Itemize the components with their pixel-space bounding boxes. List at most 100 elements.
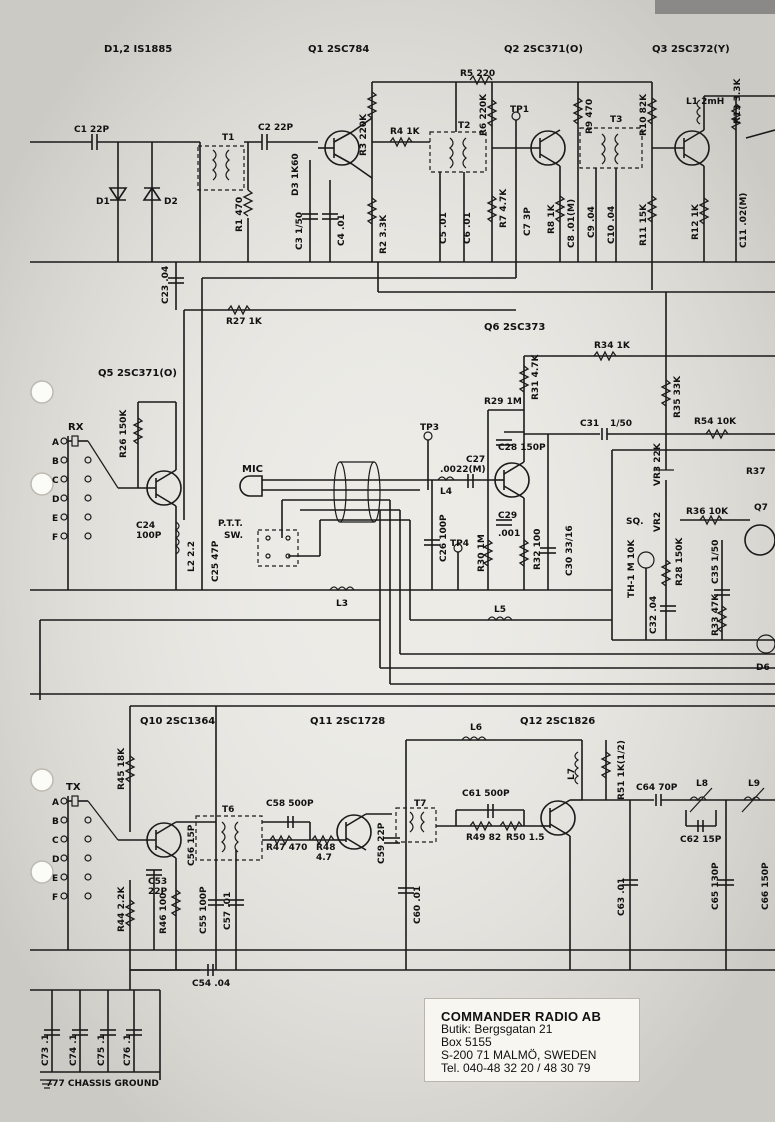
label-c30: C30 33/16 bbox=[565, 525, 575, 576]
label-r27: R27 1K bbox=[226, 317, 263, 327]
label-l5: L5 bbox=[494, 605, 506, 615]
label-r6: R6 220K bbox=[479, 93, 489, 136]
label-c31: C31 bbox=[580, 419, 599, 429]
stamp-line3: S-200 71 MALMÖ, SWEDEN bbox=[441, 1048, 597, 1062]
label-tap-d-tx: D bbox=[52, 855, 59, 865]
label-c53: C53 bbox=[148, 877, 167, 887]
stamp-company: COMMANDER RADIO AB bbox=[441, 1009, 602, 1024]
stamp-line4: Tel. 040-48 32 20 / 48 30 79 bbox=[441, 1061, 591, 1075]
punch-hole bbox=[30, 472, 54, 496]
label-c5: C5 .01 bbox=[439, 212, 449, 244]
label-sq: SQ. bbox=[626, 517, 644, 527]
label-c66: C66 150P bbox=[761, 862, 771, 910]
audio-section bbox=[30, 262, 775, 685]
label-t1: T1 bbox=[222, 133, 234, 143]
punch-hole bbox=[30, 768, 54, 792]
label-r12: R12 1K bbox=[691, 203, 701, 240]
label-r8: R8 1K bbox=[547, 203, 557, 234]
label-c59: C59 22P bbox=[377, 822, 387, 864]
label-l8: L8 bbox=[696, 779, 708, 789]
label-c61: C61 500P bbox=[462, 789, 510, 799]
label-t7: T7 bbox=[414, 799, 426, 809]
stamp-line1: Butik: Bergsgatan 21 bbox=[441, 1022, 553, 1036]
label-tap-b-tx: B bbox=[52, 817, 59, 827]
label-c28: C28 150P bbox=[498, 443, 546, 453]
label-tap-c: C bbox=[52, 476, 59, 486]
label-tap-d: D bbox=[52, 495, 59, 505]
label-r7: R7 4.7K bbox=[499, 188, 509, 228]
label-r50: R50 1.5 bbox=[506, 833, 545, 843]
label-c23: C23 .04 bbox=[161, 266, 171, 304]
label-d2: D2 bbox=[164, 197, 178, 207]
label-c55: C55 100P bbox=[199, 886, 209, 934]
label-tp1: TP1 bbox=[510, 105, 529, 115]
label-c53v: 22P bbox=[148, 887, 168, 897]
label-r29: R29 1M bbox=[484, 397, 522, 407]
label-tp3: TP3 bbox=[420, 423, 439, 433]
label-c7: C7 3P bbox=[523, 207, 533, 236]
label-sw: SW. bbox=[224, 531, 243, 541]
label-tap-a: A bbox=[52, 438, 59, 448]
label-r9: R9 470 bbox=[585, 99, 595, 134]
label-r34: R34 1K bbox=[594, 341, 631, 351]
label-l2: L2 2.2 bbox=[187, 541, 197, 572]
label-r13: R13 3.3K bbox=[733, 77, 743, 124]
label-th1: TH-1 M 10K bbox=[627, 539, 637, 598]
label-r26: R26 150K bbox=[119, 409, 129, 458]
label-l6: L6 bbox=[470, 723, 482, 733]
label-tx: TX bbox=[66, 782, 81, 793]
label-mic: MIC bbox=[242, 464, 263, 475]
label-tap-c-tx: C bbox=[52, 836, 59, 846]
label-r35: R35 33K bbox=[673, 375, 683, 418]
label-t6: T6 bbox=[222, 805, 234, 815]
label-r54: R54 10K bbox=[694, 417, 737, 427]
label-r48: R48 bbox=[316, 843, 335, 853]
label-l7: L7 bbox=[567, 768, 577, 780]
stamp-line2: Box 5155 bbox=[441, 1035, 492, 1049]
label-d12: D1,2 IS1885 bbox=[104, 44, 172, 55]
label-t3: T3 bbox=[610, 115, 622, 125]
dealer-stamp: COMMANDER RADIO AB Butik: Bergsgatan 21 … bbox=[424, 998, 640, 1082]
punch-hole bbox=[30, 860, 54, 884]
label-vr2: VR2 bbox=[653, 512, 663, 532]
label-r1: R1 470 bbox=[235, 197, 245, 232]
label-q6: Q6 2SC373 bbox=[484, 322, 545, 333]
label-r31: R31 4.7K bbox=[531, 353, 541, 400]
label-r46: R46 100 bbox=[159, 893, 169, 934]
label-q7: Q7 bbox=[754, 503, 768, 513]
label-c24: C24 bbox=[136, 521, 155, 531]
label-c58: C58 500P bbox=[266, 799, 314, 809]
label-tap-a-tx: A bbox=[52, 798, 59, 808]
label-r30: R30 1M bbox=[477, 534, 487, 572]
label-d1: D1 bbox=[96, 197, 110, 207]
label-c57: C57 .01 bbox=[223, 892, 233, 930]
label-c11: C11 .02(M) bbox=[739, 193, 749, 248]
label-r45: R45 18K bbox=[117, 747, 127, 790]
label-r44: R44 2.2K bbox=[117, 885, 127, 932]
label-c62: C62 15P bbox=[680, 835, 722, 845]
label-ptt: P.T.T. bbox=[218, 519, 243, 529]
label-c54: C54 .04 bbox=[192, 979, 230, 989]
label-r48v: 4.7 bbox=[316, 853, 332, 863]
label-d3: D3 1K60 bbox=[291, 153, 301, 196]
label-c24v: 100P bbox=[136, 531, 162, 541]
label-tap-b: B bbox=[52, 457, 59, 467]
label-c10: C10 .04 bbox=[607, 206, 617, 244]
label-c3: C3 1/50 bbox=[295, 212, 305, 250]
label-c73: C73 .1 bbox=[41, 1034, 51, 1066]
label-tap-f-tx: F bbox=[52, 893, 58, 903]
label-c8: C8 .01(M) bbox=[567, 199, 577, 248]
label-c75: C75 .1 bbox=[97, 1034, 107, 1066]
label-c1: C1 22P bbox=[74, 125, 110, 135]
label-r36: R36 10K bbox=[686, 507, 729, 517]
label-r28: R28 150K bbox=[675, 537, 685, 586]
label-tap-e: E bbox=[52, 514, 58, 524]
label-c25: C25 47P bbox=[211, 540, 221, 582]
label-c27v: .0022(M) bbox=[440, 465, 486, 475]
label-r5: R5 220 bbox=[460, 69, 495, 79]
label-tap-e-tx: E bbox=[52, 874, 58, 884]
punch-hole bbox=[30, 380, 54, 404]
label-q2: Q2 2SC371(O) bbox=[504, 44, 583, 55]
